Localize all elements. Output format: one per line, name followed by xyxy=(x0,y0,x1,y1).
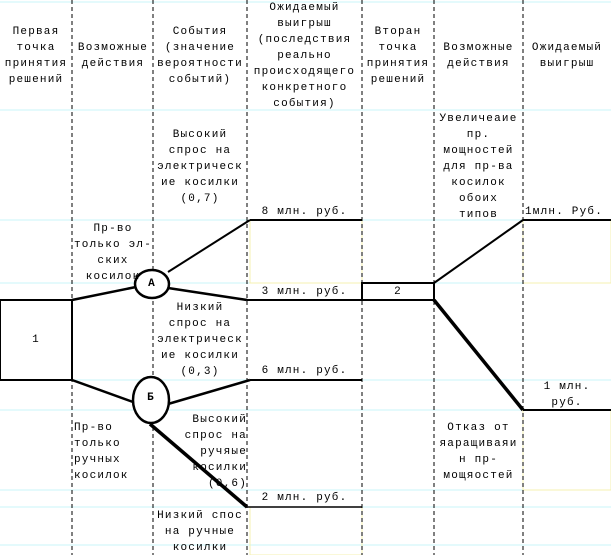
decision-node-1-box xyxy=(0,299,73,381)
header-second-decision-point: Вторан точка принятия решений xyxy=(366,26,430,86)
action-expand-capacity: Увеличеаие пр. мощностей для пр-ва косил… xyxy=(439,113,518,221)
chance-node-a-label: А xyxy=(148,278,156,290)
event-low-manual: Низкий спос на ручные косилки xyxy=(157,510,243,554)
decision-node-2-label: 2 xyxy=(394,286,402,298)
decision-node-2-box xyxy=(361,282,435,301)
payoff-2mln: 2 млн. руб. xyxy=(261,492,348,504)
action-electric-only: Пр-во только эл- ских косилок xyxy=(73,223,152,283)
event-high-manual: Высокий спрос на ручяые косилки (0,6) xyxy=(184,414,247,490)
decision-node-1-label: 1 xyxy=(32,334,40,346)
action-manual-only: Пр-во только ручных косилок xyxy=(74,422,129,482)
header-events: События (значение вероятности событий) xyxy=(157,26,243,86)
chance-node-a xyxy=(133,268,171,300)
payoff-expand: 1млн. Руб. xyxy=(525,206,604,218)
column-dividers xyxy=(71,0,524,555)
payoff-refuse: 1 млн. руб. xyxy=(543,381,591,409)
header-first-decision-point: Первая точка принятия решений xyxy=(4,26,68,86)
header-actions-2: Возможные действия xyxy=(443,42,514,70)
event-high-electric: Высокий спрос на электрическ ие косилки … xyxy=(157,129,243,205)
chance-node-b xyxy=(131,375,171,425)
header-actions-1: Возможные действия xyxy=(77,42,149,70)
payoff-3mln: 3 млн. руб. xyxy=(261,286,348,298)
chance-node-b-label: Б xyxy=(147,392,155,404)
header-expected-payoff: Ожидаемый выигрыш (последствия реально п… xyxy=(253,2,356,110)
event-low-electric: Низкий спрос на электрическ ие косилки (… xyxy=(157,302,243,378)
header-expected-payoff-2: Ожидаемый выигрыш xyxy=(531,42,603,70)
payoff-6mln: 6 млн. руб. xyxy=(261,365,348,377)
payoff-8mln: 8 млн. руб. xyxy=(261,206,348,218)
tree-branches xyxy=(0,219,611,509)
action-refuse-expansion: Отказ от яаращиваяи н пр- мощяостей xyxy=(439,422,518,482)
